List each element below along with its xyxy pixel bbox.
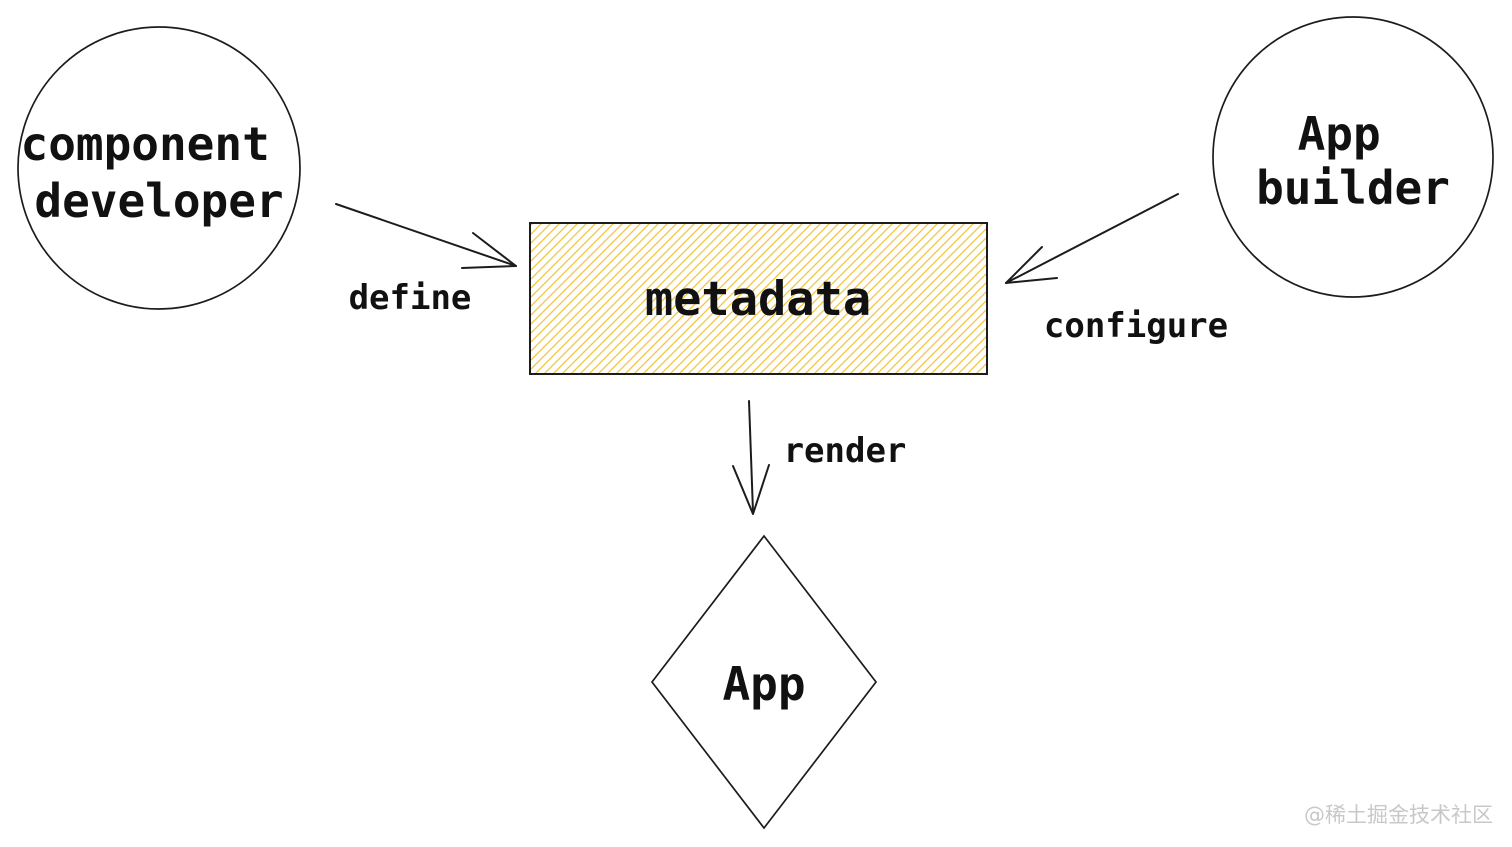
node-app-builder-line2: builder: [1256, 161, 1450, 215]
edge-define-arrowhead-icon: [461, 232, 517, 269]
node-component-developer-line1: component: [21, 117, 270, 171]
node-app-label: App: [722, 657, 805, 711]
node-component-developer-label: component developer: [21, 117, 298, 228]
node-component-developer: [17, 26, 301, 310]
edge-render: render: [732, 400, 907, 515]
edge-configure-label: configure: [1044, 306, 1228, 346]
edge-render-label: render: [784, 431, 907, 471]
edge-configure-arrowhead-icon: [1005, 246, 1058, 284]
edge-configure-line: [1005, 193, 1179, 284]
node-component-developer-line2: developer: [34, 174, 283, 228]
edge-define-label: define: [349, 278, 472, 318]
edge-render-line: [748, 400, 754, 513]
edge-render-arrowhead-icon: [732, 464, 770, 515]
node-metadata-label: metadata: [645, 272, 871, 327]
node-app-builder: [1212, 16, 1494, 298]
edge-define-line: [335, 203, 517, 267]
edge-define: define: [335, 203, 517, 318]
node-app: [650, 534, 878, 830]
node-app-builder-label: App builder: [1256, 107, 1450, 215]
watermark: @稀土掘金技术社区: [1304, 803, 1493, 827]
node-app-builder-line1: App: [1298, 107, 1381, 161]
edge-configure: configure: [1005, 193, 1228, 346]
node-metadata: [529, 222, 988, 375]
